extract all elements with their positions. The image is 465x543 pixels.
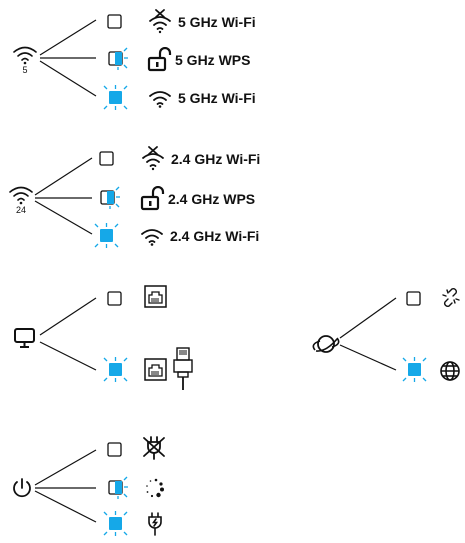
wifi-icon — [139, 226, 165, 251]
led-blink — [104, 476, 128, 505]
led-blink — [104, 47, 128, 76]
led-off — [104, 288, 126, 315]
wifi-24ghz-icon: 24 — [8, 184, 34, 215]
ethernet-port-icon — [143, 357, 169, 388]
led-off — [104, 11, 126, 38]
led-label: 2.4 GHz WPS — [168, 191, 256, 207]
led-on — [102, 510, 130, 543]
wifi-icon — [147, 88, 173, 113]
unlock-icon — [146, 46, 172, 78]
monitor-icon — [12, 326, 38, 355]
wifi-off-icon — [147, 8, 173, 39]
power-icon — [10, 476, 34, 505]
globe-icon — [438, 359, 462, 388]
loading-spinner-icon — [142, 476, 166, 505]
wifi-5ghz-text: 5 — [22, 65, 27, 74]
led-blink — [96, 186, 120, 215]
led-on — [401, 356, 429, 389]
led-off — [96, 148, 118, 175]
led-label: 5 GHz Wi-Fi — [178, 90, 256, 106]
led-on — [93, 222, 121, 255]
led-off — [104, 439, 126, 466]
wifi-24ghz-text: 24 — [16, 205, 26, 214]
led-label: 5 GHz WPS — [175, 52, 251, 68]
unlock-icon — [139, 185, 165, 217]
led-label: 2.4 GHz Wi-Fi — [171, 151, 261, 167]
ethernet-plug-icon — [172, 346, 194, 397]
led-on — [102, 84, 130, 117]
led-off — [403, 288, 425, 315]
power-plug-crossed-icon — [141, 434, 167, 467]
ethernet-port-icon — [143, 284, 169, 315]
led-label: 5 GHz Wi-Fi — [178, 14, 256, 30]
led-label: 2.4 GHz Wi-Fi — [170, 228, 260, 244]
wifi-5ghz-icon: 5 — [12, 44, 38, 75]
planet-icon — [312, 330, 340, 363]
broken-link-icon — [439, 286, 463, 315]
led-on — [102, 356, 130, 389]
wifi-off-icon — [140, 145, 166, 176]
power-plug-icon — [143, 511, 167, 542]
